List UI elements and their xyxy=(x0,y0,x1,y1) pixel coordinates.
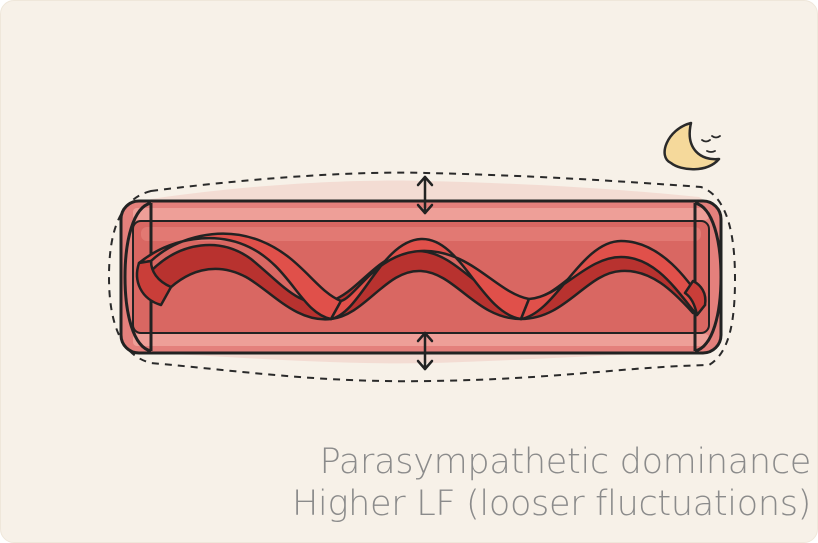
caption-title: Parasympathetic dominance xyxy=(292,441,811,483)
diagram-caption: Parasympathetic dominance Higher LF (loo… xyxy=(292,441,811,525)
sleeping-crescent-moon-icon xyxy=(665,123,720,169)
caption-subtitle: Higher LF (looser fluctuations) xyxy=(292,483,811,525)
